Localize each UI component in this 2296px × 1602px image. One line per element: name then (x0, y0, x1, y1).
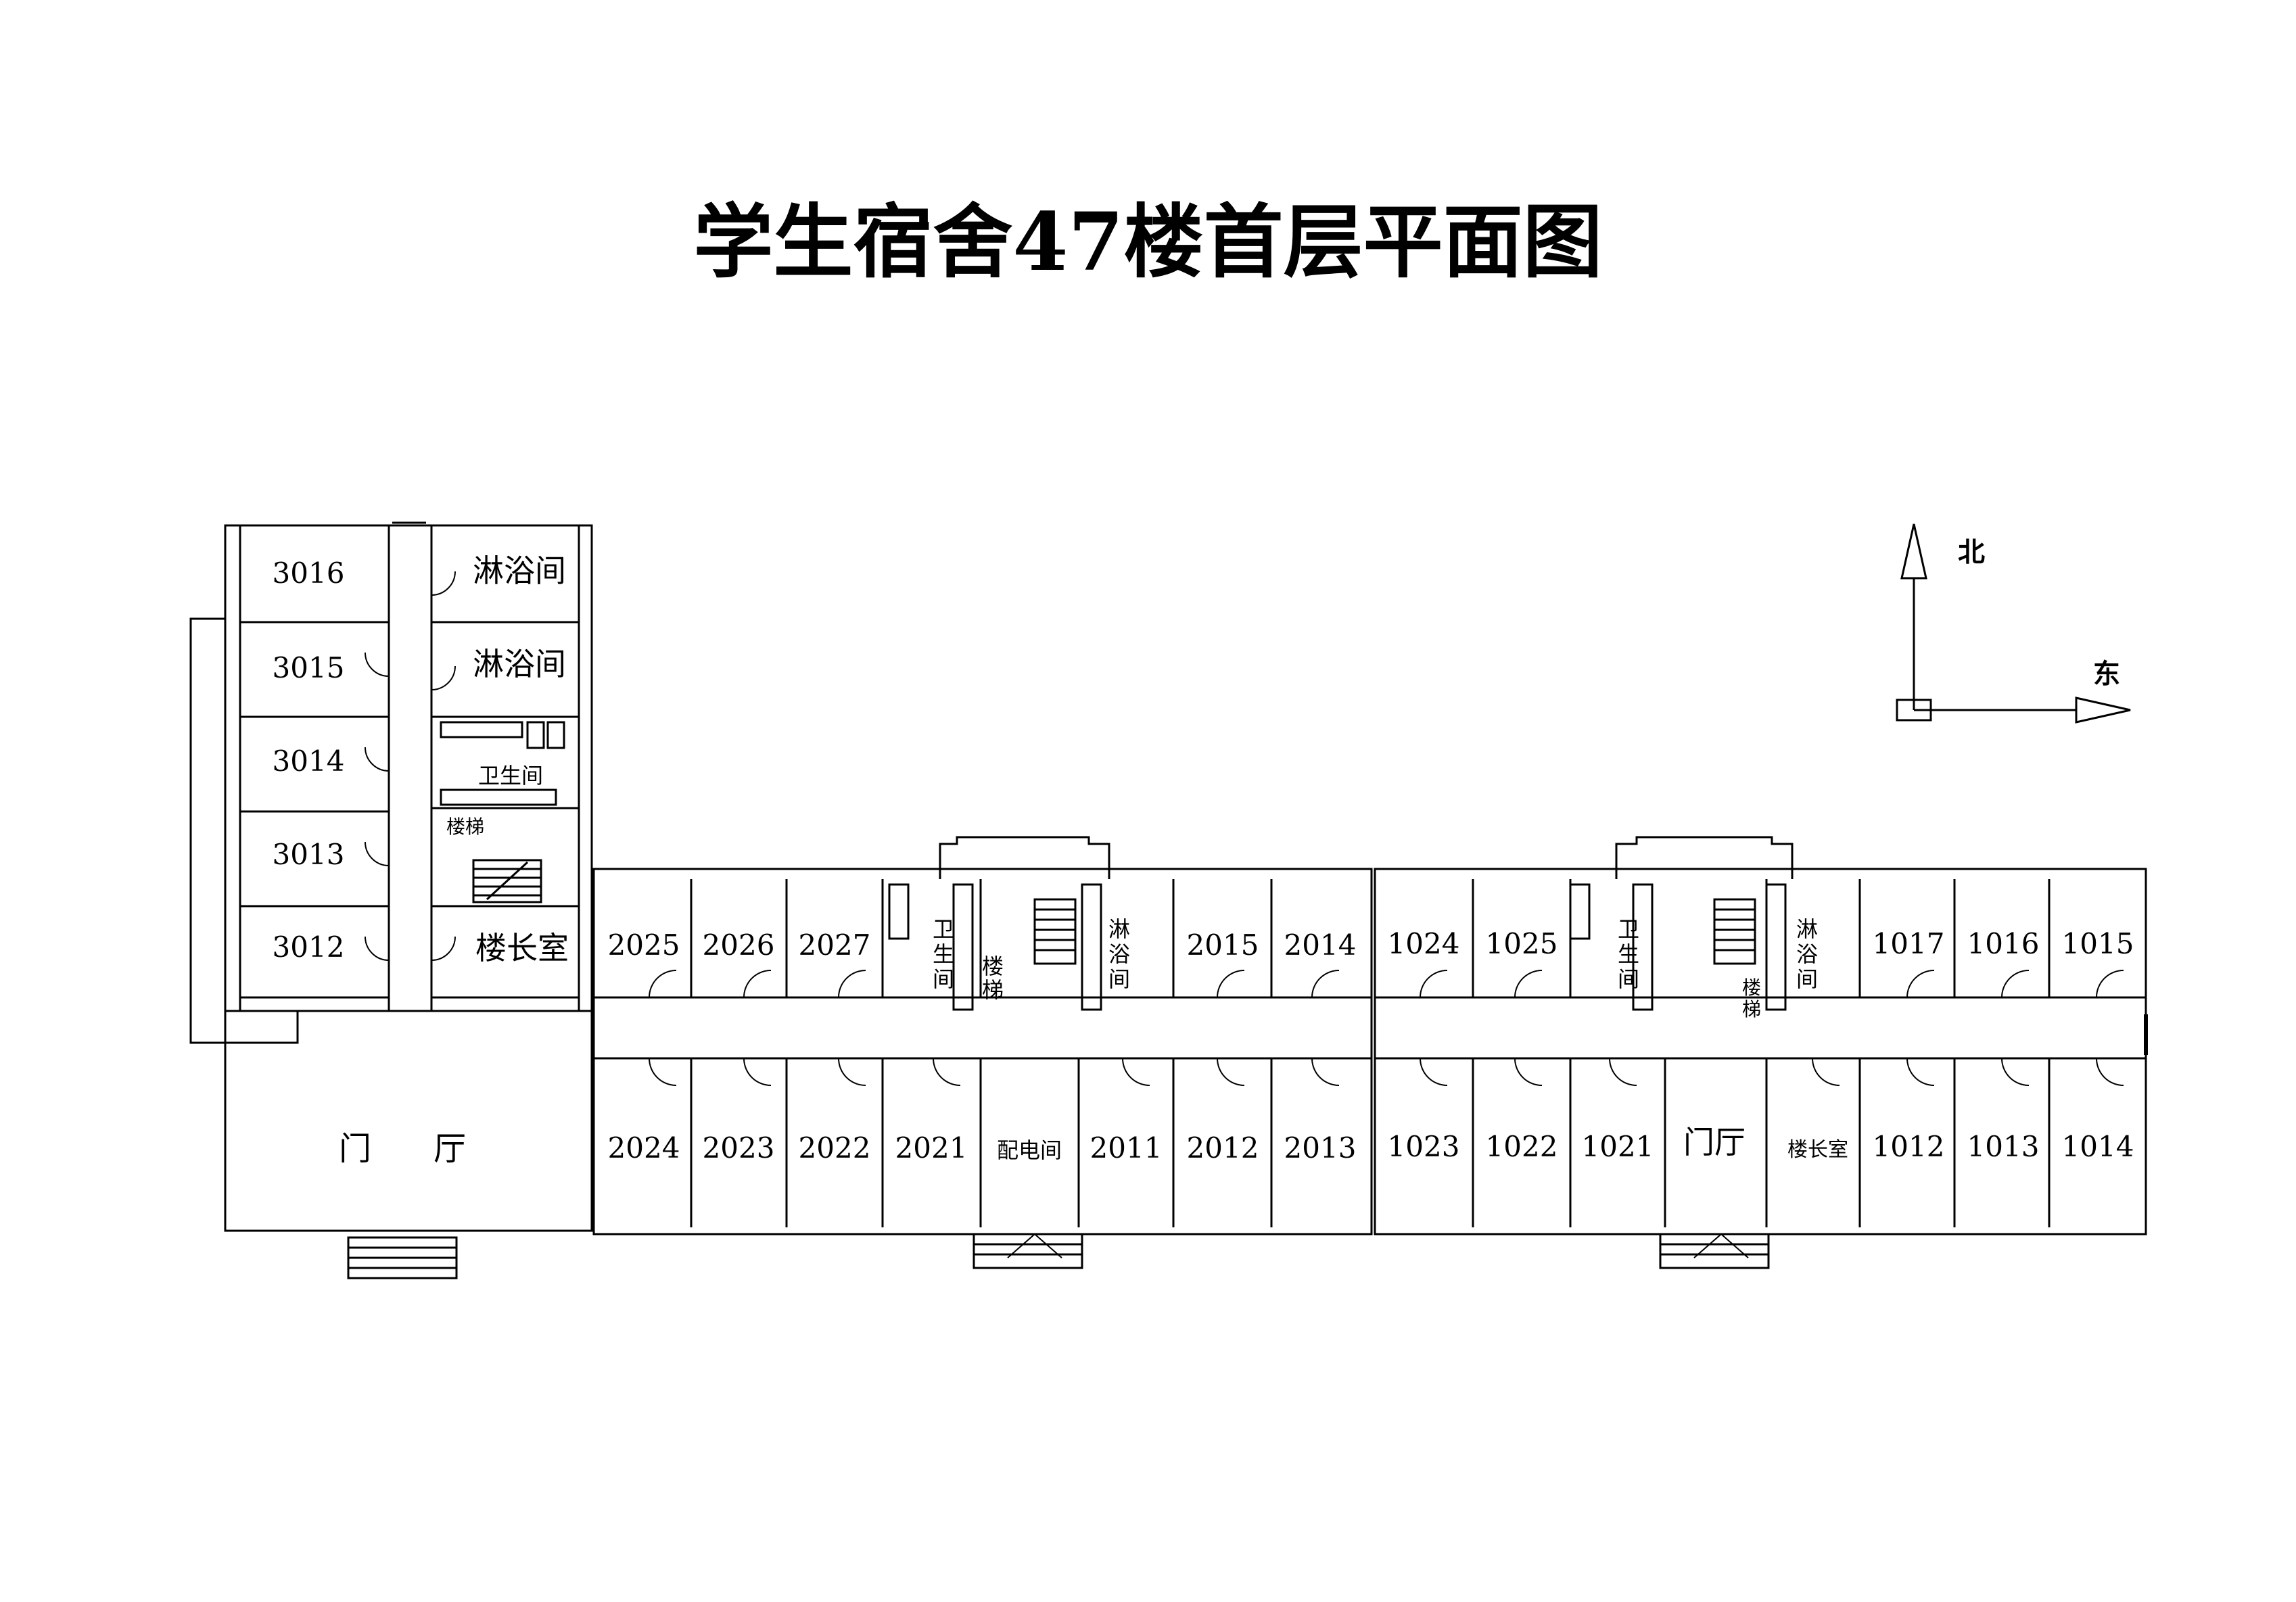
room-label: 1025 (1486, 927, 1558, 960)
room-label: 1012 (1873, 1130, 1945, 1163)
room-label: 2015 (1187, 928, 1259, 962)
west-lobby-outline (224, 1010, 593, 1232)
toilet-label: 卫 (1618, 916, 1639, 942)
room-label: 2027 (799, 928, 871, 962)
stairs-label: 楼梯 (446, 816, 484, 838)
lobby-label: 门厅 (1683, 1124, 1746, 1160)
room-label: 2022 (799, 1131, 871, 1164)
toilet-label: 卫 (933, 916, 954, 942)
room-label: 3014 (273, 745, 345, 778)
room-label: 1014 (2062, 1130, 2134, 1163)
room-label: 2023 (703, 1131, 775, 1164)
room-label: 3013 (273, 838, 345, 871)
manager-room-label: 楼长室 (475, 930, 569, 966)
room-label: 2014 (1284, 928, 1357, 962)
room-label: 2013 (1284, 1131, 1357, 1164)
east-stair-flight (1713, 898, 1756, 965)
room-label: 2012 (1187, 1131, 1259, 1164)
shower-label: 间 (1796, 966, 1818, 992)
shower-label: 间 (1108, 966, 1130, 992)
manager-room-label: 楼长室 (1787, 1138, 1848, 1162)
room-label: 1021 (1582, 1130, 1654, 1163)
east-stair-bay (1615, 836, 1794, 879)
east-label: 东 (2093, 659, 2120, 690)
room-label: 2025 (608, 928, 680, 962)
room-label: 2011 (1090, 1131, 1163, 1164)
middle-entry-steps (973, 1233, 1083, 1269)
room-label: 1023 (1388, 1130, 1460, 1163)
room-label: 2024 (608, 1131, 680, 1164)
toilet-label: 生 (933, 941, 954, 967)
toilet-label: 生 (1618, 941, 1639, 967)
stairs-label: 楼 (982, 953, 1004, 979)
room-label: 1015 (2062, 927, 2134, 960)
east-entry-steps (1659, 1233, 1770, 1269)
compass: 北 东 (1896, 523, 2131, 724)
north-arrow-icon (1900, 523, 1927, 580)
east-arrow-icon (2075, 697, 2131, 724)
toilet-label: 卫生间 (478, 763, 543, 788)
room-label: 1017 (1873, 927, 1945, 960)
stairs-label: 梯 (982, 977, 1004, 1003)
shower-label: 浴 (1796, 941, 1818, 967)
stairs-label: 楼 (1742, 976, 1761, 999)
room-label: 2026 (703, 928, 775, 962)
room-label: 2021 (895, 1131, 968, 1164)
room-label: 1022 (1486, 1130, 1558, 1163)
power-room-label: 配电间 (997, 1137, 1062, 1163)
toilet-label: 间 (1618, 966, 1639, 992)
room-label: 3015 (273, 651, 345, 684)
shower-label: 浴 (1108, 941, 1130, 967)
shower-label: 淋 (1108, 916, 1130, 942)
stairs-label: 梯 (1742, 998, 1761, 1020)
plan-title: 学生宿舍47楼首层平面图 (693, 195, 1603, 289)
room-label: 1024 (1388, 927, 1460, 960)
north-label: 北 (1958, 537, 1985, 568)
middle-stair-bay (939, 836, 1110, 879)
west-stair-flight (472, 859, 542, 903)
room-label: 3012 (273, 930, 345, 964)
shower-label: 淋 (1796, 916, 1818, 942)
lobby-label: 门 (339, 1130, 371, 1168)
shower-room-label: 淋浴间 (473, 552, 566, 589)
shower-room-label: 淋浴间 (473, 646, 566, 682)
room-label: 1013 (1967, 1130, 2040, 1163)
room-label: 1016 (1967, 927, 2040, 960)
middle-stair-flight (1033, 898, 1077, 965)
west-balcony (189, 617, 299, 1044)
lobby-label: 厅 (434, 1130, 466, 1168)
east-wing-outline (1374, 868, 2147, 1235)
middle-wing-outline (592, 868, 1373, 1235)
toilet-label: 间 (933, 966, 954, 992)
room-label: 3016 (273, 557, 345, 590)
